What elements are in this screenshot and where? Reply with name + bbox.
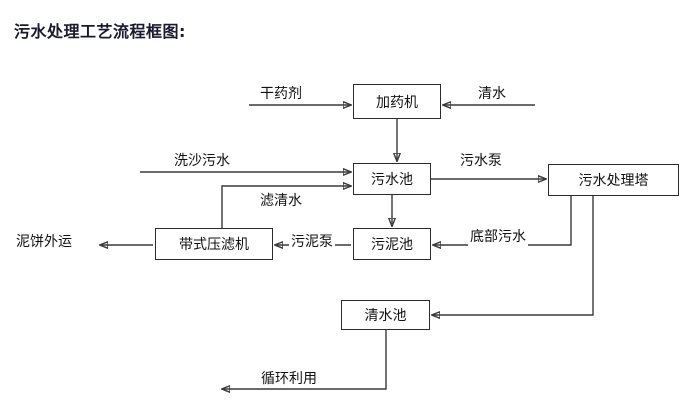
edge-label-bottom-sewage: 底部污水 [468,226,528,246]
page-title: 污水处理工艺流程框图: [14,22,186,41]
edge-label-dry-chemical: 干药剂 [258,83,304,103]
node-wastewater-pool[interactable]: 污水池 [353,163,431,195]
edge-label-sand-wash-sewage: 洗沙污水 [172,150,232,170]
node-sludge-pool[interactable]: 污泥池 [353,228,431,260]
node-dosing-machine[interactable]: 加药机 [353,84,441,119]
wire-clear-water-pool-to-recycle [222,330,387,389]
edge-label-filtered-clear-water: 滤清水 [258,190,304,210]
edge-label-sludge-pump: 污泥泵 [289,231,335,251]
edge-label-recycle-reuse: 循环利用 [259,368,319,388]
node-clear-water-pool[interactable]: 清水池 [341,300,430,330]
wire-tower-to-clear-water-pool [432,196,594,315]
edge-label-mud-cake-transport: 泥饼外运 [14,231,74,251]
edge-label-sewage-pump: 污水泵 [458,150,504,170]
node-belt-filter-press[interactable]: 带式压滤机 [155,228,273,260]
wire-filter-press-to-wastewater-pool [221,186,351,228]
node-treatment-tower[interactable]: 污水处理塔 [548,164,679,196]
edge-label-clean-water-in: 清水 [476,83,508,103]
